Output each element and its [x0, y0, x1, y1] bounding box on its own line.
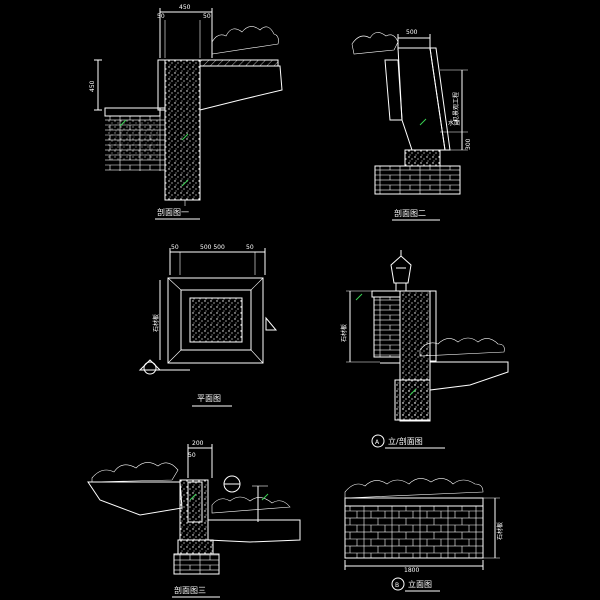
section-1-view [94, 8, 283, 206]
section-1-dim-height: 450 [89, 80, 96, 92]
plan-side-note: 石材板 [152, 314, 160, 332]
section-1-dim-top: 450 [179, 4, 191, 11]
plan-dim-right: 50 [246, 244, 254, 251]
elev-a-side-note: 石材板 [340, 324, 348, 342]
section-1-dim-right: 50 [203, 13, 211, 20]
section-2-note: 见景观工程 [452, 92, 460, 122]
elevation-section-a-view [346, 250, 509, 448]
elev-a-marker: A [375, 439, 380, 446]
section-2-water-label: 水面 [448, 119, 460, 127]
plan-dim-center: 500 500 [200, 244, 225, 251]
section-2-dim-top: 500 [406, 29, 418, 36]
plan-dim-left: 50 [171, 244, 179, 251]
elevation-b-view [344, 478, 500, 591]
section-2-view [351, 32, 468, 195]
section-3-title: 剖面图三 [174, 585, 206, 595]
section-3-dim-sub: 50 [188, 452, 196, 459]
section-2-title: 剖面图二 [394, 208, 426, 218]
elev-a-title: 立/剖面图 [388, 436, 423, 446]
section-3-view [87, 444, 301, 575]
section-1-dim-left: 50 [157, 13, 165, 20]
plan-view [138, 248, 278, 375]
elev-b-side-note: 石材板 [496, 522, 504, 540]
elev-b-marker: B [395, 582, 399, 589]
section-1-title: 剖面图一 [157, 207, 189, 217]
plan-title: 平面图 [197, 394, 221, 403]
section-2-dim-height: 300 [465, 138, 472, 150]
elev-b-dim-width: 1800 [404, 567, 419, 574]
elev-b-title: 立面图 [408, 579, 432, 589]
section-3-dim-top: 200 [192, 440, 204, 447]
